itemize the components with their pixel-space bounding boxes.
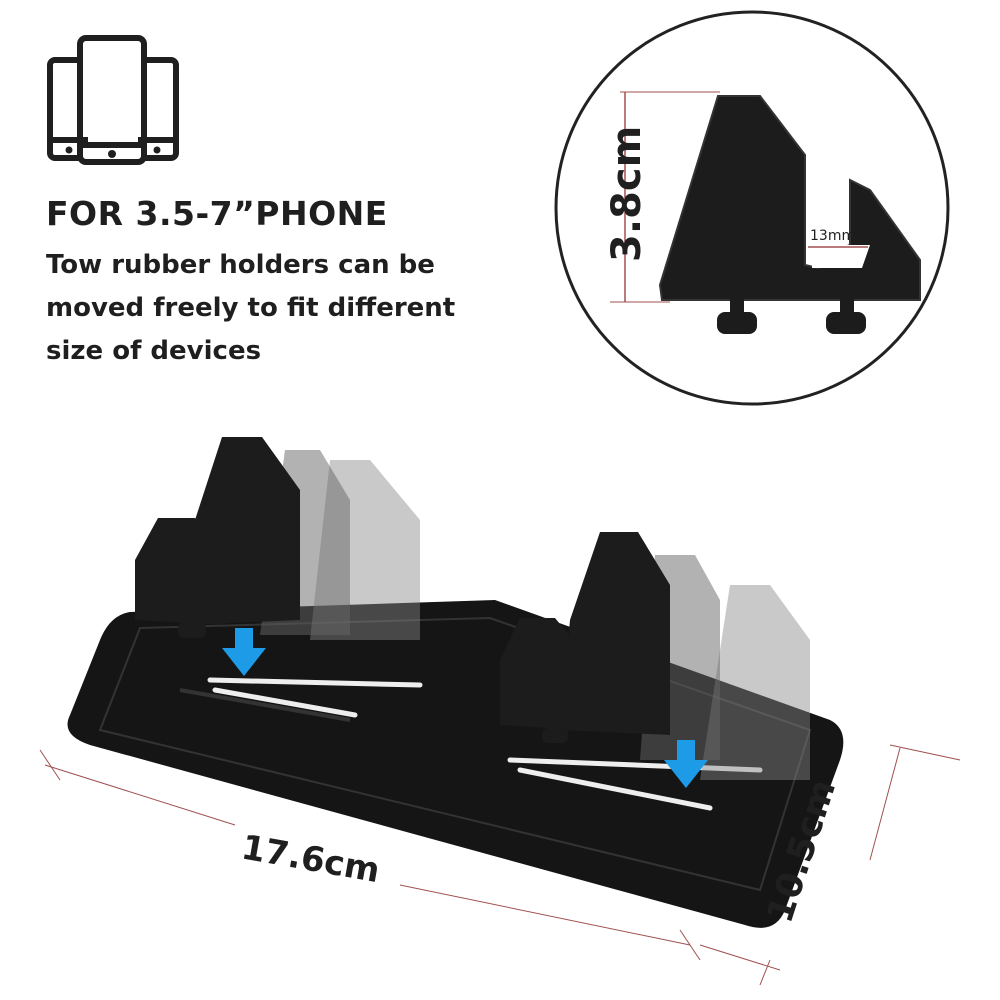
dimension-lines	[39, 744, 961, 986]
holder-gap-label: 13mm	[810, 228, 855, 244]
down-arrow-icon	[664, 740, 708, 788]
headline: FOR 3.5-7”PHONE	[46, 194, 388, 233]
holder-left	[135, 437, 420, 640]
description-line: moved freely to fit different	[46, 293, 456, 323]
holder-detail-circle	[554, 10, 950, 406]
description: Tow rubber holders can be moved freely t…	[46, 244, 486, 373]
holder-right	[500, 532, 810, 780]
phone-sizes-icon	[47, 35, 179, 165]
holder-height-label: 3.8cm	[604, 126, 650, 262]
pad-length-label: 17.6cm	[238, 827, 382, 891]
description-line: Tow rubber holders can be	[46, 250, 435, 280]
down-arrow-icon	[222, 628, 266, 676]
description-line: size of devices	[46, 336, 262, 366]
